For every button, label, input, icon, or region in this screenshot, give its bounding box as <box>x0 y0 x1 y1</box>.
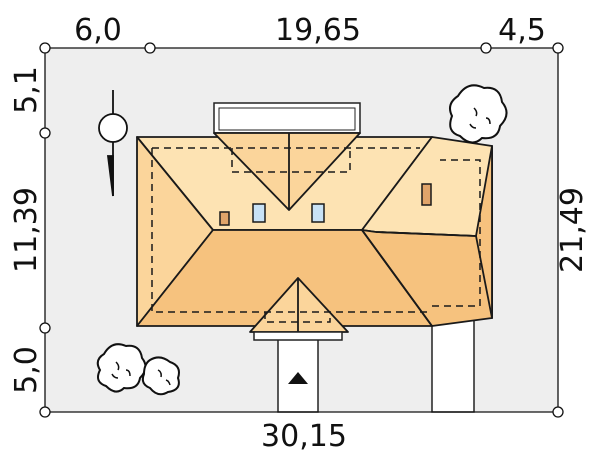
main-roof <box>136 132 493 333</box>
roof-window <box>311 203 325 223</box>
dimension-marker <box>552 42 564 54</box>
terrace-inner <box>218 107 356 131</box>
chimney <box>421 183 432 206</box>
wall-outline <box>151 147 481 323</box>
dim-top-middle: 19,65 <box>275 13 361 48</box>
roof-window <box>252 203 266 223</box>
dimension-lines <box>39 42 564 418</box>
dim-left-middle: 11,39 <box>9 187 44 273</box>
north-arrow-icon <box>98 90 128 197</box>
dim-top-right: 4,5 <box>498 13 546 48</box>
dimension-marker <box>552 406 564 418</box>
porch-step <box>253 331 343 341</box>
dimension-marker <box>39 42 51 54</box>
dimension-marker <box>39 127 51 139</box>
chimney <box>219 211 230 226</box>
dimension-marker <box>39 406 51 418</box>
tree-icon <box>449 84 508 144</box>
dimension-marker <box>480 42 492 54</box>
dim-top-left: 6,0 <box>74 13 122 48</box>
dim-left-top: 5,1 <box>9 66 44 114</box>
dimension-marker <box>144 42 156 54</box>
tree-icon <box>96 343 180 396</box>
side-path <box>431 317 475 413</box>
dim-bottom: 30,15 <box>261 419 347 450</box>
dim-left-bottom: 5,0 <box>9 346 44 394</box>
entrance-arrow-icon <box>288 372 308 384</box>
dimension-marker <box>39 322 51 334</box>
dim-right: 21,49 <box>555 187 590 273</box>
